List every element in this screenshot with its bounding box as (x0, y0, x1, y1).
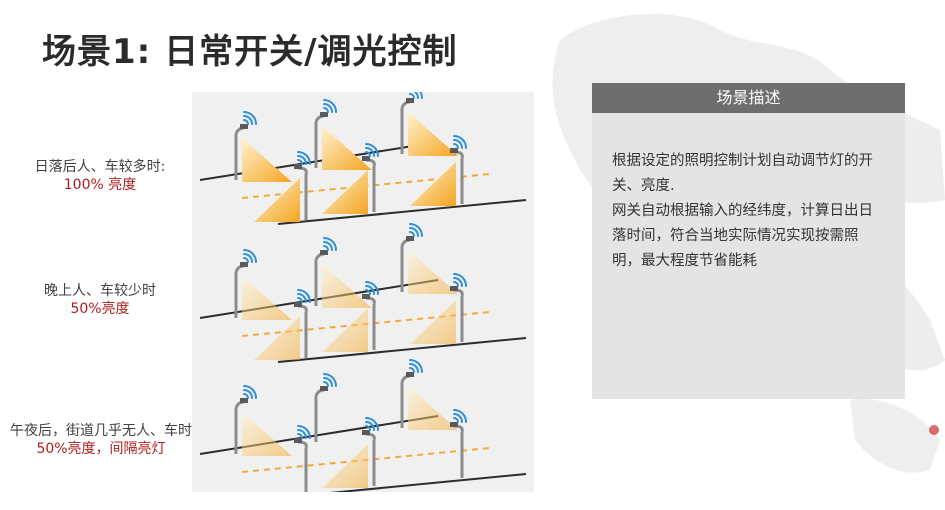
wifi-signal-icon (409, 359, 423, 373)
street-lamp-icon (314, 237, 372, 308)
light-beam (322, 126, 372, 170)
street-lamp-icon (254, 151, 311, 222)
light-beam (408, 386, 458, 430)
scene-label-3: 午夜后，街道几乎无人、车时 50%亮度，间隔亮灯 (10, 422, 192, 458)
light-beam (322, 264, 372, 308)
lamp-head (320, 250, 328, 255)
lamp-head (294, 302, 302, 307)
light-beam (410, 162, 456, 206)
street-lamp-icon (322, 417, 379, 488)
lamp-head (362, 430, 370, 435)
light-beam (242, 276, 292, 320)
lamp-head (406, 236, 414, 241)
wifi-signal-icon (323, 373, 337, 387)
wifi-signal-icon (365, 143, 379, 157)
slide-title: 场景1: 日常开关/调光控制 (42, 32, 458, 72)
street-lamp-icon (314, 99, 372, 170)
lamp-head (240, 262, 248, 267)
wifi-signal-icon (453, 409, 467, 423)
wifi-signal-icon (297, 151, 311, 165)
panel-header: 场景描述 (592, 83, 905, 113)
light-beam (408, 112, 458, 156)
street-lamp-icon (400, 223, 458, 294)
light-beam (322, 170, 368, 214)
lamp-head (406, 372, 414, 377)
scene-brightness: 100% 亮度 (63, 177, 137, 193)
street-lamp-icon (410, 273, 467, 344)
panel-paragraph-1: 根据设定的照明控制计划自动调节灯的开关、亮度. (612, 153, 873, 194)
wifi-signal-icon (365, 281, 379, 295)
light-beam (254, 178, 300, 222)
lamp-head (240, 124, 248, 129)
street-lamp-icon (234, 111, 292, 182)
light-beam (322, 308, 368, 352)
light-beam (254, 316, 300, 360)
scene-label-2: 晚上人、车较少时 50%亮度 (0, 282, 200, 318)
lamp-head (450, 148, 458, 153)
light-beam (242, 412, 292, 456)
lamp-head (362, 294, 370, 299)
lamp-head (450, 286, 458, 291)
road-front (277, 337, 527, 363)
wifi-signal-icon (297, 289, 311, 303)
street-lamp-icon (400, 85, 458, 156)
street-lamp-icon (294, 425, 311, 494)
wifi-signal-icon (297, 425, 311, 439)
road-back (199, 141, 439, 181)
scene-brightness: 50%亮度，间隔亮灯 (36, 441, 166, 457)
scene-brightness: 50%亮度 (70, 301, 130, 317)
scene-desc: 晚上人、车较少时 (44, 283, 156, 299)
scene-desc: 午夜后，街道几乎无人、车时 (10, 423, 192, 439)
panel-body: 根据设定的照明控制计划自动调节灯的开关、亮度. 网关自动根据输入的经纬度，计算日… (592, 113, 905, 274)
street-light-diagram (192, 85, 534, 499)
lamp-head (294, 164, 302, 169)
lamp-head (450, 422, 458, 427)
scene-description-panel: 场景描述 根据设定的照明控制计划自动调节灯的开关、亮度. 网关自动根据输入的经纬… (592, 83, 905, 399)
wifi-signal-icon (323, 237, 337, 251)
wifi-signal-icon (365, 417, 379, 431)
scene-label-1: 日落后人、车较多时: 100% 亮度 (0, 158, 200, 194)
wifi-signal-icon (409, 223, 423, 237)
wifi-signal-icon (243, 249, 257, 263)
lamp-head (320, 386, 328, 391)
lamp-head (362, 156, 370, 161)
street-lamp-icon (314, 373, 337, 442)
road-front (277, 199, 527, 225)
light-beam (410, 300, 456, 344)
street-lamp-icon (410, 135, 467, 206)
street-lamp-icon (400, 359, 458, 430)
light-beam (408, 250, 458, 294)
lamp-head (406, 98, 414, 103)
road-back (199, 415, 439, 455)
street-lamp-icon (322, 143, 379, 214)
street-lamp-icon (450, 409, 467, 478)
wifi-signal-icon (323, 99, 337, 113)
wifi-signal-icon (243, 111, 257, 125)
road-back (199, 279, 439, 319)
panel-paragraph-2: 网关自动根据输入的经纬度，计算日出日落时间，符合当地实际情况实现按需照明，最大程… (612, 203, 873, 269)
street-lamp-icon (322, 281, 379, 352)
lamp-head (320, 112, 328, 117)
light-beam (242, 138, 292, 182)
street-lamp-icon (234, 385, 292, 456)
wifi-signal-icon (243, 385, 257, 399)
light-beam (322, 444, 368, 488)
wifi-signal-icon (409, 85, 423, 99)
wifi-signal-icon (453, 135, 467, 149)
road-front (277, 473, 527, 499)
lamp-head (240, 398, 248, 403)
street-lamp-icon (254, 289, 311, 360)
scene-desc: 日落后人、车较多时: (34, 159, 166, 175)
wifi-signal-icon (453, 273, 467, 287)
lamp-head (294, 438, 302, 443)
street-lamp-icon (234, 249, 292, 320)
